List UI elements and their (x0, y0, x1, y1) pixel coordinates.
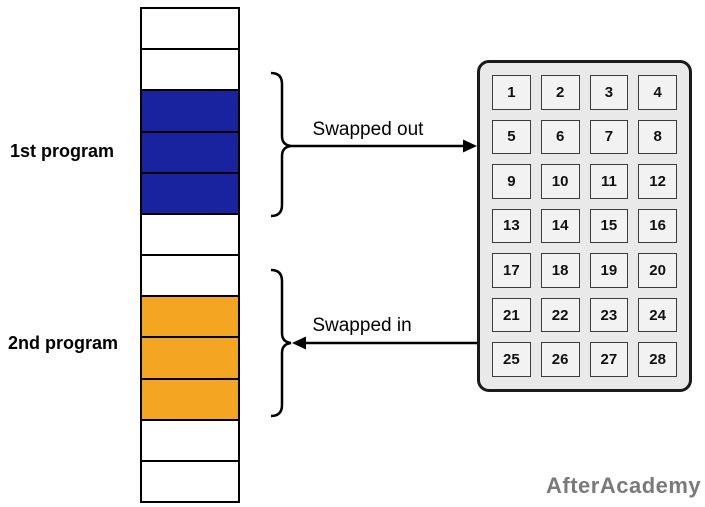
swapped-out-label: Swapped out (312, 119, 424, 140)
memory-cell-program1 (142, 173, 238, 215)
memory-cell-program1 (142, 132, 238, 174)
disk-block-21: 21 (492, 297, 531, 333)
disk-block-4: 4 (638, 75, 677, 110)
disk-block-5: 5 (492, 119, 531, 155)
disk-block-20: 20 (638, 253, 677, 288)
disk-block-11: 11 (589, 164, 629, 199)
disk-block-12: 12 (638, 164, 677, 199)
disk-block-25: 25 (492, 342, 531, 377)
memory-cell-empty (142, 256, 238, 298)
disk-block-22: 22 (540, 297, 580, 333)
swapped-in-label: Swapped in (312, 315, 412, 336)
memory-cell-program1 (142, 91, 238, 133)
memory-cell-program2 (142, 297, 238, 339)
disk-block-8: 8 (638, 119, 677, 155)
disk-block-6: 6 (540, 119, 580, 155)
disk-block-19: 19 (589, 253, 629, 288)
disk-block-27: 27 (589, 342, 629, 377)
disk-block-2: 2 (540, 75, 580, 110)
memory-cell-program2 (142, 338, 238, 380)
disk-block-26: 26 (540, 342, 580, 377)
memory-cell-empty (142, 214, 238, 257)
second-program-label: 2nd program (8, 333, 119, 353)
disk-block-7: 7 (589, 119, 629, 155)
watermark: AfterAcademy (546, 473, 702, 498)
memory-cell-empty (142, 420, 238, 462)
memory-column (140, 7, 240, 503)
swapped-in-arrow (292, 336, 477, 350)
disk-block-10: 10 (540, 164, 580, 199)
second-program-brace (270, 268, 292, 418)
disk-block-16: 16 (638, 208, 677, 244)
memory-cell-empty (142, 9, 238, 51)
swapped-out-arrow (291, 139, 477, 153)
disk-block-3: 3 (589, 75, 629, 110)
disk-block-18: 18 (540, 253, 580, 288)
disk-block-9: 9 (492, 164, 531, 199)
disk-block-13: 13 (492, 208, 531, 244)
disk-block-17: 17 (492, 253, 531, 288)
disk-block-14: 14 (540, 208, 580, 244)
disk-block-24: 24 (638, 297, 677, 333)
first-program-brace (270, 71, 292, 218)
disk-block-28: 28 (638, 342, 677, 377)
memory-cell-empty (142, 50, 238, 92)
disk-block-15: 15 (589, 208, 629, 244)
memory-cell-empty (142, 461, 238, 502)
disk-block-1: 1 (492, 75, 531, 110)
memory-cell-program2 (142, 379, 238, 421)
disk-block-23: 23 (589, 297, 629, 333)
first-program-label: 1st program (10, 141, 115, 161)
